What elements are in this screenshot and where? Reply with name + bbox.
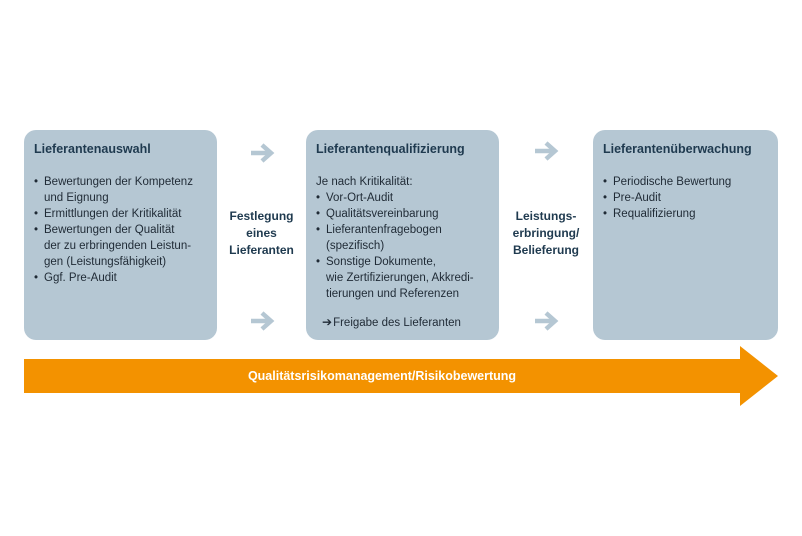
chevron-right-icon	[251, 143, 275, 163]
chevron-right-icon	[251, 311, 275, 331]
arrow-right-icon: ➔	[322, 315, 333, 329]
stage-item-list: Vor-Ort-Audit Qualitätsvereinbarung Lief…	[316, 190, 489, 302]
stage-box-lieferantenqualifizierung: Lieferantenqualifizierung Je nach Kritik…	[306, 130, 499, 340]
list-item: Lieferantenfragebogen(spezifisch)	[316, 222, 489, 254]
stage-item-list: Periodische Bewertung Pre-Audit Requalif…	[603, 174, 768, 222]
risk-management-label: Qualitätsrisikomanagement/Risikobewertun…	[247, 369, 517, 383]
list-item: Requalifizierung	[603, 206, 768, 222]
stage-title: Lieferantenqualifizierung	[316, 142, 465, 156]
list-item: Ermittlungen der Kritikalität	[34, 206, 207, 222]
chevron-right-icon	[535, 311, 559, 331]
list-item: Sonstige Dokumente,wie Zertifizierungen,…	[316, 254, 489, 302]
list-item: Vor-Ort-Audit	[316, 190, 489, 206]
connector-label-leistungserbringung: Leistungs-erbringung/Belieferung	[512, 209, 580, 257]
stage-intro: Je nach Kritikalität:	[316, 176, 413, 188]
stage-box-lieferantenueberwachung: Lieferantenüberwachung Periodische Bewer…	[593, 130, 778, 340]
stage-title: Lieferantenauswahl	[34, 142, 151, 156]
list-item: Pre-Audit	[603, 190, 768, 206]
stage-box-lieferantenauswahl: Lieferantenauswahl Bewertungen der Kompe…	[24, 130, 217, 340]
release-note: ➔Freigabe des Lieferanten	[322, 314, 461, 331]
risk-management-arrow	[24, 346, 778, 406]
list-item: Periodische Bewertung	[603, 174, 768, 190]
chevron-right-icon	[535, 141, 559, 161]
list-item: Qualitätsvereinbarung	[316, 206, 489, 222]
list-item: Ggf. Pre-Audit	[34, 270, 207, 286]
release-label: Freigabe des Lieferanten	[333, 317, 461, 329]
stage-title: Lieferantenüberwachung	[603, 142, 752, 156]
